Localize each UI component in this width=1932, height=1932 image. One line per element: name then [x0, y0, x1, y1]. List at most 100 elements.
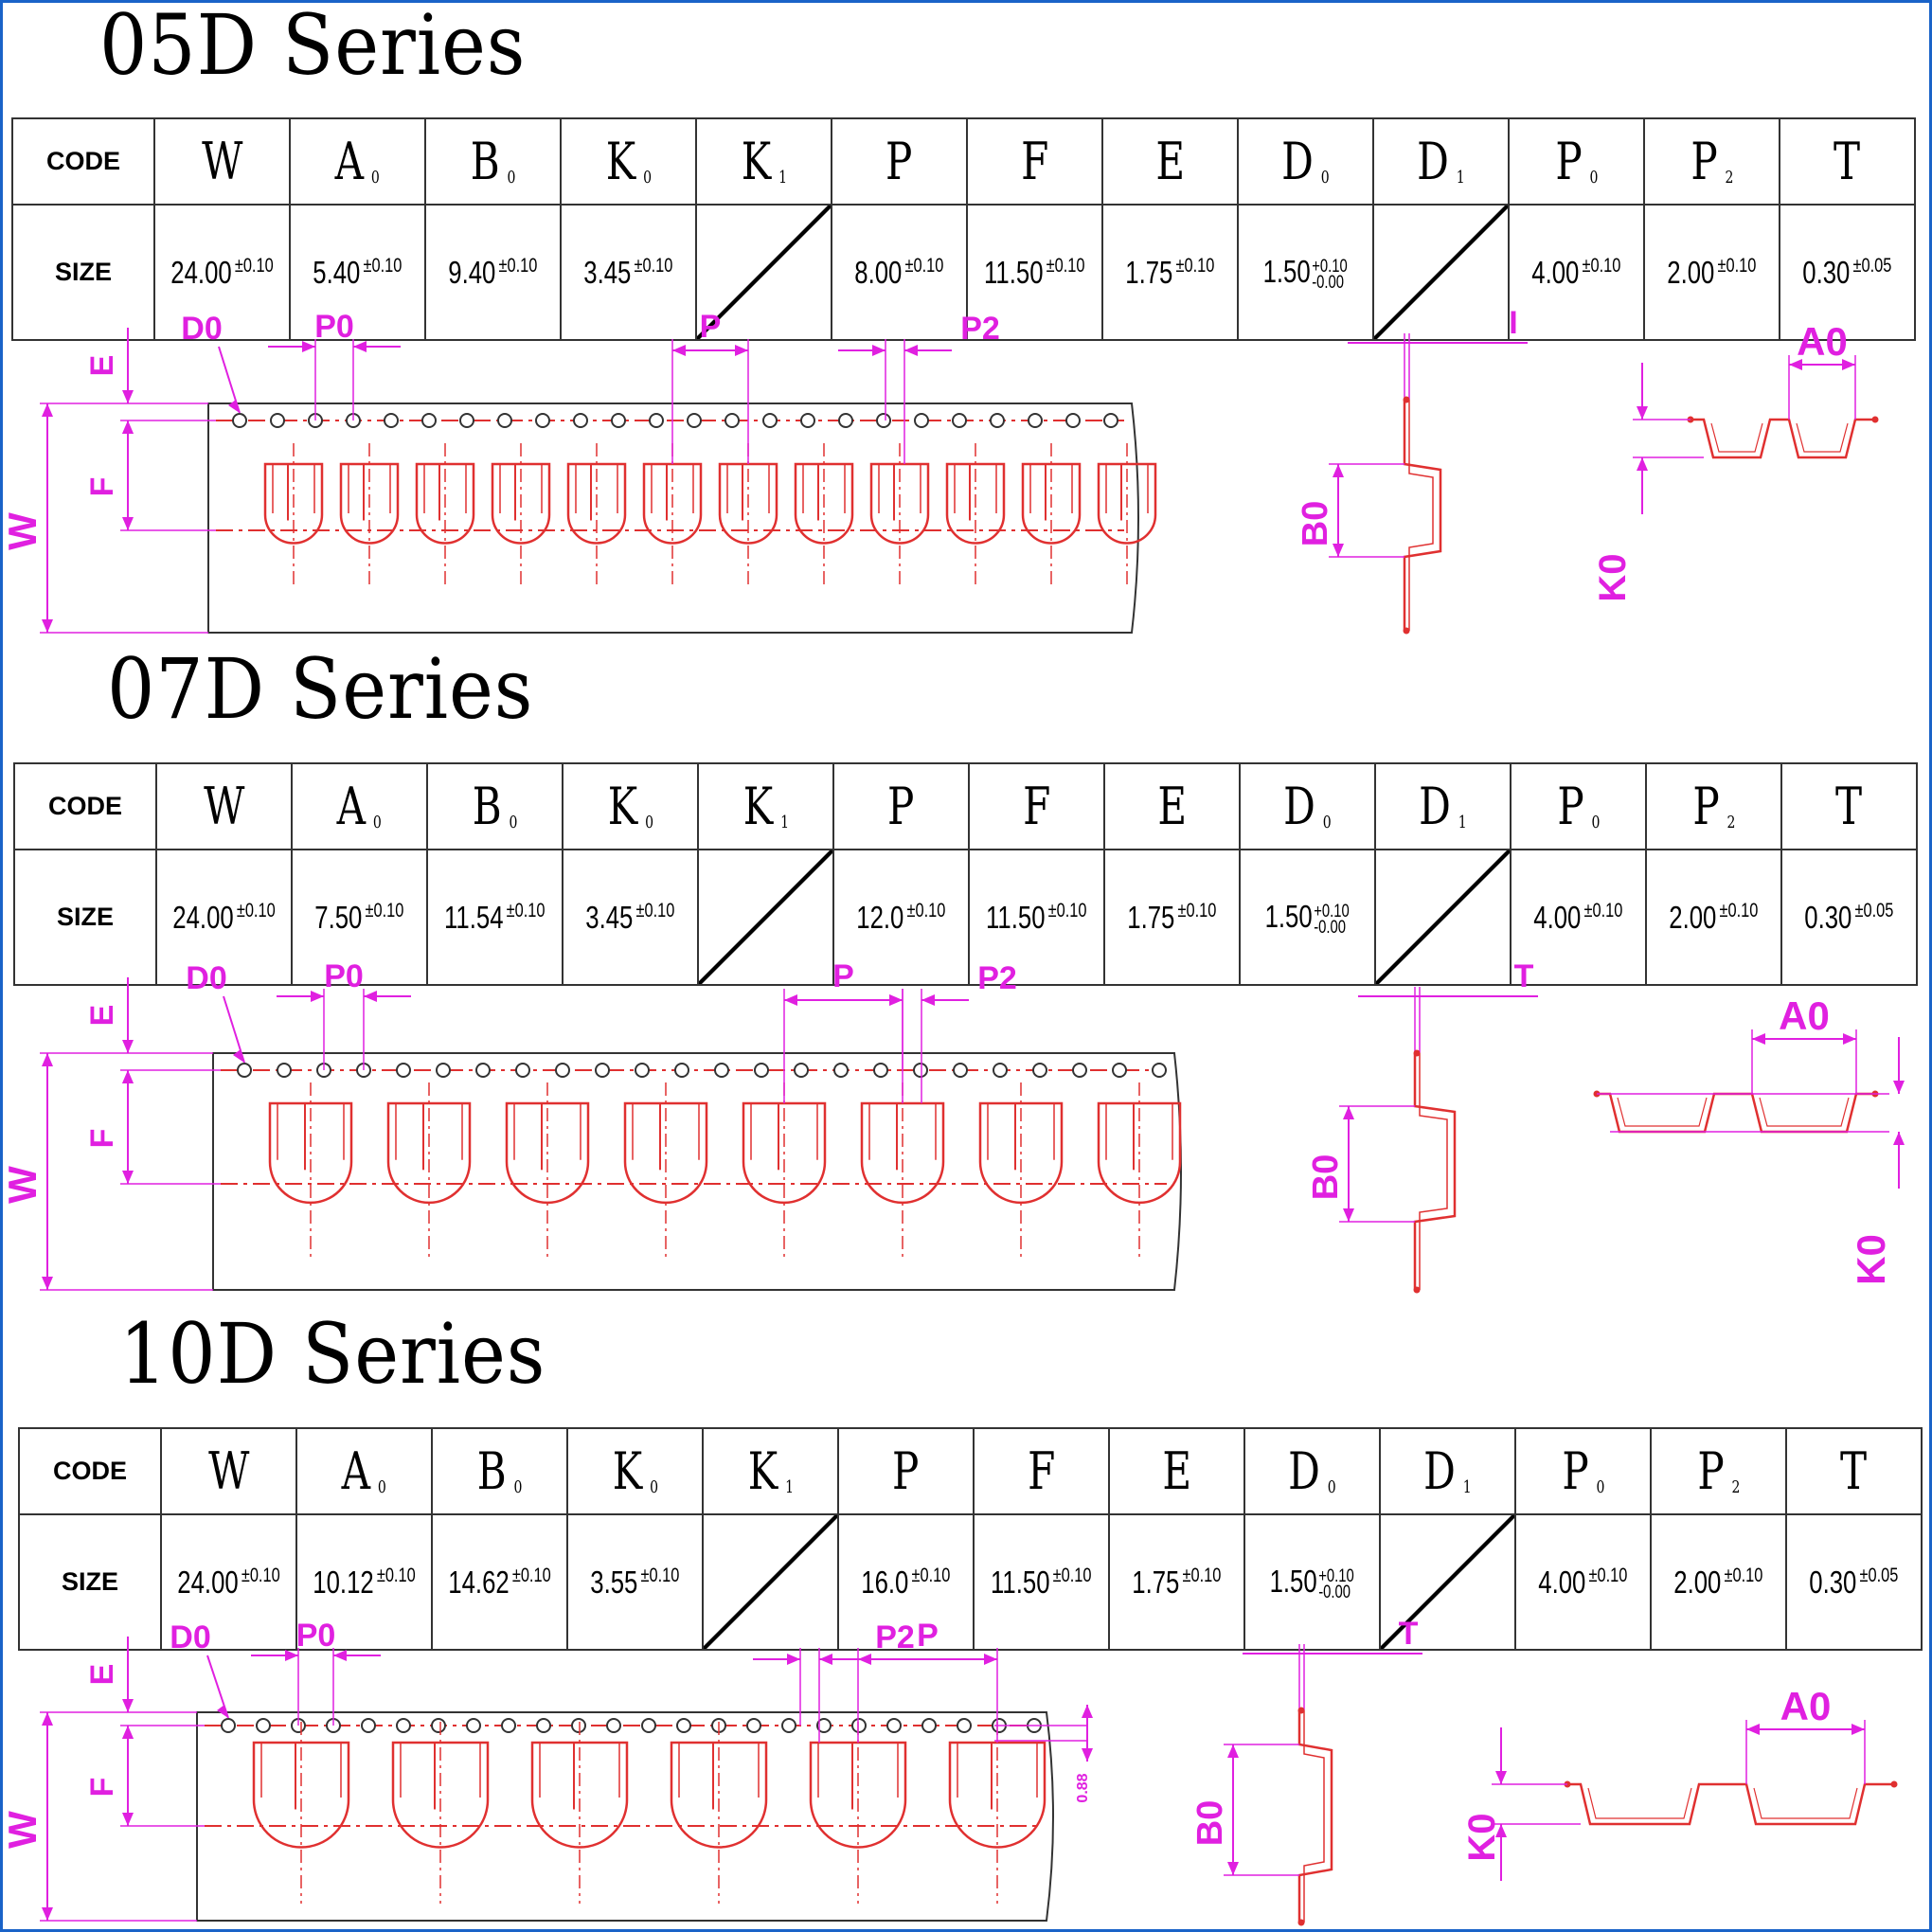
label-F: F — [84, 1129, 120, 1149]
label-P: P — [700, 309, 722, 345]
sprocket-hole — [714, 1063, 729, 1078]
pocket-outline — [860, 1101, 945, 1205]
label-D0: D0 — [181, 311, 222, 347]
value-tolerance: +0.10-0.00 — [1312, 256, 1349, 293]
value-number: 24.00 — [177, 1564, 239, 1600]
label-P2: P2 — [977, 960, 1017, 996]
value-number: 24.00 — [172, 899, 234, 935]
param-value: 1.75±0.10 — [1101, 204, 1239, 341]
param-letter: P — [892, 1441, 920, 1501]
pocket-inner-wall — [1029, 464, 1073, 513]
param-letter: K — [605, 132, 635, 191]
arrowhead — [1893, 1081, 1905, 1094]
arrowhead — [984, 1654, 997, 1665]
pocket-outline — [794, 462, 854, 545]
value-tolerance: ±0.10 — [1046, 254, 1085, 277]
sprocket-hole — [953, 1063, 968, 1078]
param-letter: P — [1690, 132, 1718, 191]
arrowhead — [1495, 1771, 1507, 1784]
pocket-inner-wall — [632, 1103, 700, 1160]
value-number: 1.50 — [1264, 899, 1314, 935]
param-value: 12.0±0.10 — [832, 849, 970, 986]
pocket-inner-wall — [651, 464, 694, 513]
param-header: W — [155, 762, 293, 850]
arrowhead — [1852, 1724, 1865, 1735]
value-tolerance: ±0.10 — [1177, 899, 1217, 921]
sprocket-hole — [674, 1063, 689, 1078]
param-letter: K — [742, 777, 773, 836]
front-profile — [1690, 418, 1875, 459]
value-number: 1.50 — [1269, 1564, 1318, 1600]
param-header: F — [968, 762, 1105, 850]
param-value: 1.75±0.10 — [1103, 849, 1241, 986]
arrowhead — [1333, 544, 1344, 557]
tolerance-lower: -0.00 — [1312, 272, 1345, 293]
arrowhead — [1333, 464, 1344, 477]
param-value: 10.12±0.10 — [295, 1513, 433, 1651]
pocket-inner-wall — [1105, 1103, 1173, 1160]
arrowhead — [122, 1040, 134, 1053]
sprocket-hole — [1152, 1063, 1167, 1078]
pocket-inner-wall — [260, 1743, 342, 1798]
value-number: 11.50 — [986, 899, 1046, 935]
value-number: 16.0 — [861, 1564, 909, 1600]
endpoint — [1413, 1286, 1421, 1294]
side-profile — [1403, 400, 1442, 631]
side-profile-inner — [1419, 1053, 1448, 1290]
param-subscript: 1 — [784, 1477, 794, 1497]
pocket-inner-wall — [954, 464, 997, 513]
sprocket-hole — [886, 1718, 902, 1733]
value-number: 0.30 — [1802, 254, 1851, 290]
label-W: W — [0, 512, 45, 550]
pocket-inner-wall — [957, 1743, 1038, 1798]
value-tolerance: ±0.10 — [365, 899, 404, 921]
tolerance-upper: +0.10 — [1312, 256, 1349, 277]
front-profile — [1567, 1782, 1894, 1826]
endpoint — [1871, 416, 1879, 423]
diagonal-slash — [1375, 206, 1507, 338]
pocket-outline — [948, 1741, 1046, 1849]
param-letter: D — [1281, 132, 1315, 191]
param-value: 2.00±0.10 — [1645, 849, 1782, 986]
arrowhead — [42, 1053, 53, 1066]
side-profile — [1413, 1053, 1457, 1290]
param-header: W — [153, 117, 291, 206]
sprocket-hole — [957, 1718, 972, 1733]
param-header: P — [832, 762, 970, 850]
sprocket-hole — [431, 1718, 446, 1733]
param-value: 11.50±0.10 — [966, 204, 1103, 341]
pocket-inner-wall — [575, 464, 618, 513]
arrowhead — [1343, 1106, 1354, 1119]
param-value: 16.0±0.10 — [837, 1513, 975, 1651]
arrowhead — [1789, 359, 1802, 370]
param-subscript: 0 — [642, 168, 652, 188]
param-value: 24.00±0.10 — [153, 204, 291, 341]
param-letter: D — [1283, 777, 1316, 836]
pocket-inner-wall — [817, 1743, 899, 1798]
param-letter: F — [1027, 1441, 1056, 1501]
endpoint — [1403, 396, 1410, 403]
sprocket-hole — [571, 1718, 586, 1733]
param-letter: P — [1554, 132, 1583, 191]
param-subscript: 2 — [1731, 1477, 1741, 1497]
side-profile-inner — [1303, 1710, 1325, 1923]
pocket-outline — [415, 462, 475, 545]
param-value: 0.30±0.05 — [1779, 204, 1916, 341]
value-number: 1.75 — [1132, 1564, 1180, 1600]
param-letter: E — [1157, 777, 1187, 836]
carrier-tape-outline — [212, 1052, 1182, 1291]
param-letter: P — [886, 132, 913, 191]
param-value: 2.00±0.10 — [1643, 204, 1780, 341]
sprocket-hole — [1072, 1063, 1087, 1078]
sprocket-hole — [270, 413, 285, 428]
param-value: 24.00±0.10 — [155, 849, 293, 986]
sprocket-hole — [1065, 413, 1081, 428]
sprocket-hole — [466, 1718, 481, 1733]
